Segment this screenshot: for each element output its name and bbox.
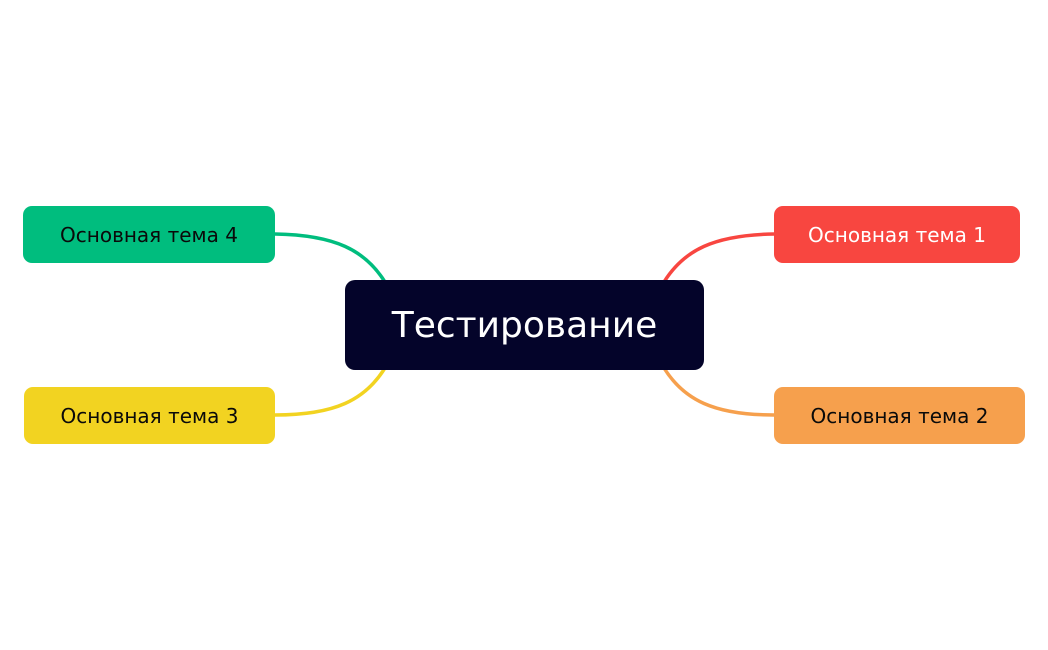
main-topic-2[interactable]: Основная тема 2 [774, 387, 1025, 444]
main-topic-2-label: Основная тема 2 [810, 403, 989, 428]
main-topic-3[interactable]: Основная тема 3 [24, 387, 275, 444]
central-topic-label: Тестирование [391, 304, 658, 346]
connector-topic-2 [662, 367, 775, 417]
connector-topic-4 [274, 232, 387, 283]
main-topic-1-label: Основная тема 1 [808, 222, 986, 247]
connector-topic-1 [662, 232, 775, 283]
connector-topic-3 [274, 367, 387, 417]
main-topic-4[interactable]: Основная тема 4 [23, 206, 275, 263]
main-topic-4-label: Основная тема 4 [60, 222, 238, 247]
main-topic-1[interactable]: Основная тема 1 [774, 206, 1020, 263]
main-topic-3-label: Основная тема 3 [60, 403, 239, 428]
central-topic[interactable]: Тестирование [345, 280, 704, 370]
